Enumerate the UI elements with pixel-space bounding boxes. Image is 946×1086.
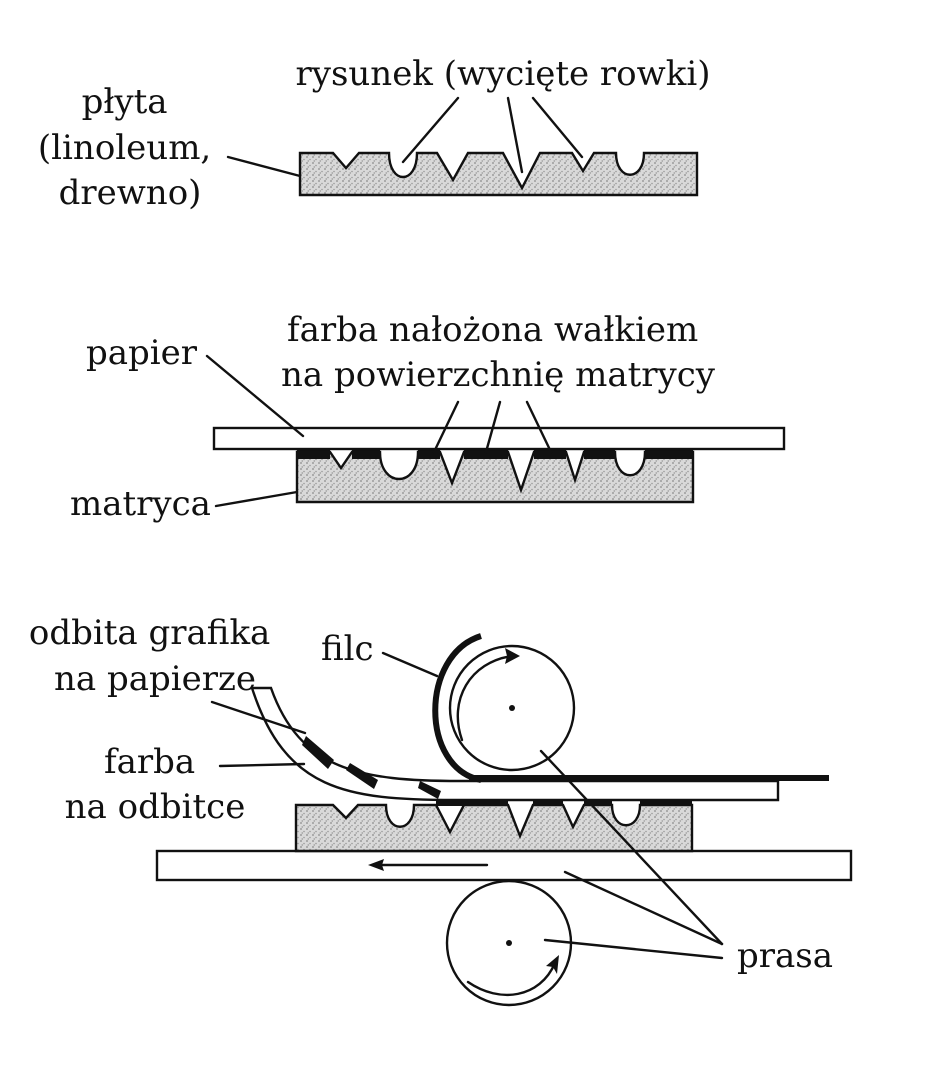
- stage-3-press: odbita grafika na papierze filc farba na…: [29, 613, 853, 1007]
- drawing-pointer-line-2: [506, 96, 524, 174]
- press-pointer-line-1: [539, 749, 724, 946]
- ink-label: farba nałożona wałkiem na powierzchnię m…: [281, 310, 716, 395]
- drawing-pointer-line-3: [531, 96, 584, 159]
- matrix-ink: [436, 800, 692, 806]
- drawing-label: rysunek (wycięte rowki): [295, 54, 710, 94]
- ink-pointer-line-2: [484, 400, 502, 454]
- plate-pointer-line: [226, 155, 302, 178]
- paper-label: papier: [86, 333, 198, 373]
- press-label: prasa: [737, 936, 833, 976]
- stage-1-plate: płyta (linoleum, drewno) rysunek (wycięt…: [38, 54, 711, 213]
- press-bed: [155, 849, 853, 882]
- press-matrix-plate: [294, 803, 694, 853]
- matrix-label: matryca: [70, 484, 211, 524]
- ink-on-print-label: farba na odbitce: [65, 742, 246, 827]
- press-pointer-line-2: [563, 870, 724, 946]
- ink-pointer-line-3: [525, 400, 553, 454]
- ink-on-print-pointer-line: [218, 762, 306, 768]
- matrix-pointer-line: [214, 490, 299, 508]
- paper-pointer-line: [205, 354, 305, 438]
- plate-with-grooves: [298, 151, 699, 197]
- plate-label: płyta (linoleum, drewno): [38, 82, 222, 213]
- press-pointer-line-3: [543, 938, 724, 960]
- paper-sheet: [212, 426, 786, 451]
- bed-direction-arrow: [368, 859, 489, 871]
- printed-ink-marks: [302, 736, 441, 799]
- print-label: odbita grafika na papierze: [29, 613, 281, 699]
- stage-2-matrix: papier farba nałożona wałkiem na powierz…: [70, 310, 786, 524]
- matrix-plate: [295, 450, 695, 504]
- ink-pointer-line-1: [432, 400, 460, 454]
- felt-label: filc: [321, 629, 374, 669]
- print-pointer-line: [210, 700, 307, 735]
- drawing-pointer-line-1: [401, 96, 460, 164]
- felt-wrap: [432, 633, 483, 783]
- ink-layer: [297, 449, 693, 459]
- felt-pointer-line: [381, 651, 439, 678]
- upper-roller-arrow: [456, 648, 520, 742]
- lower-roller-arrow: [466, 955, 559, 997]
